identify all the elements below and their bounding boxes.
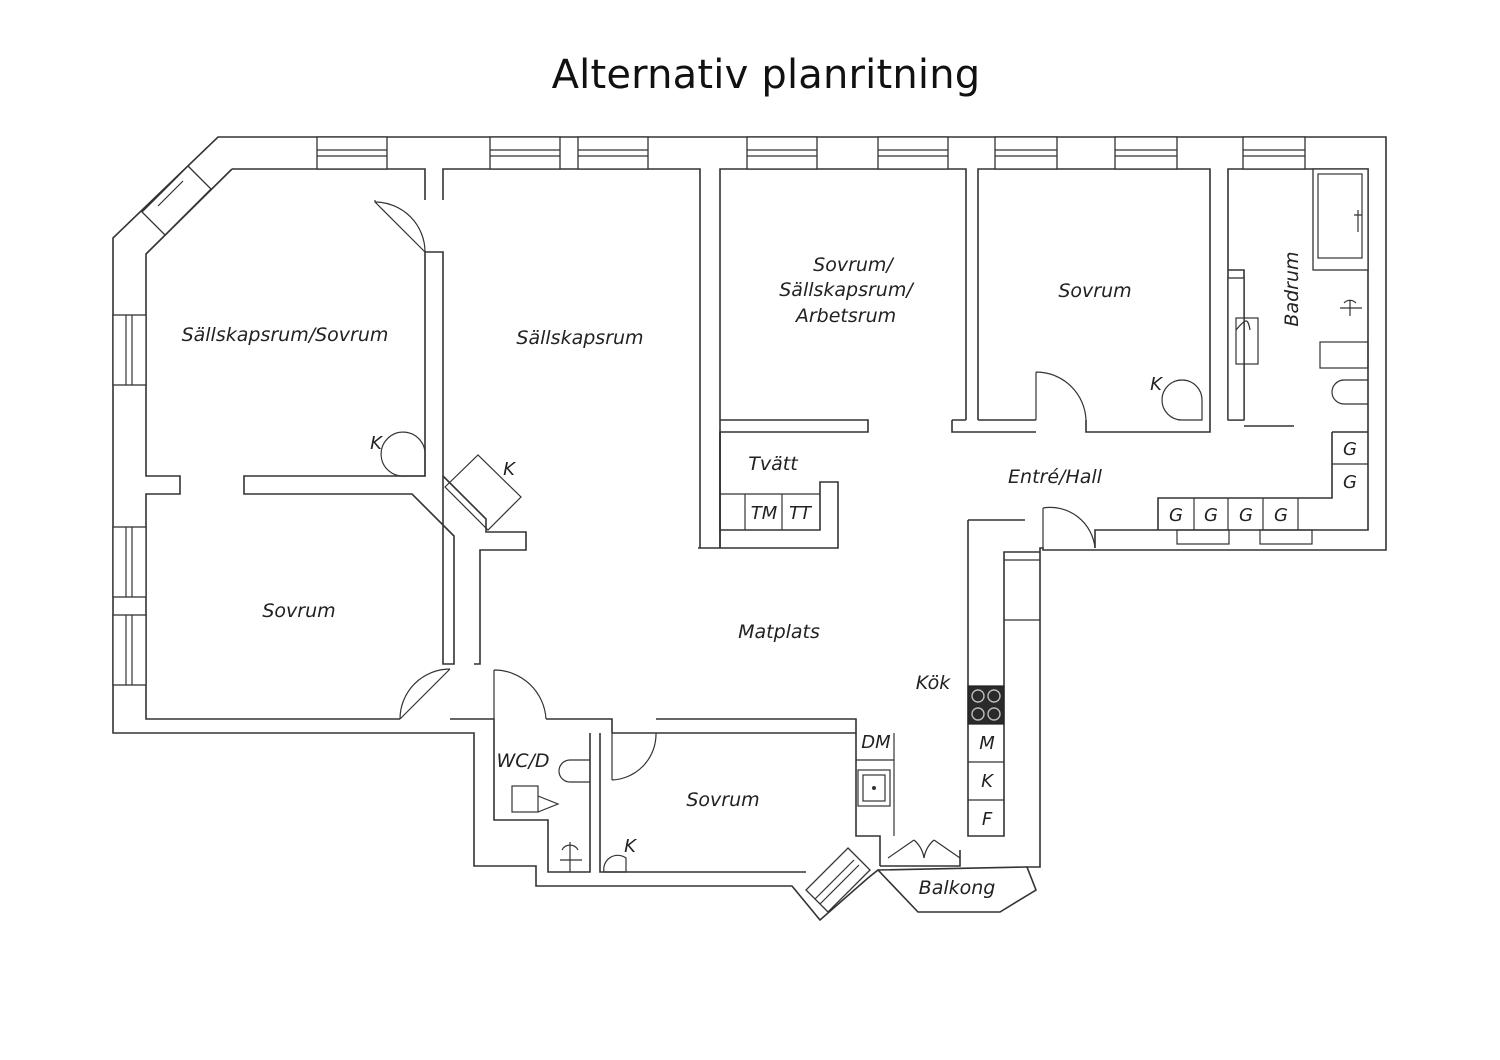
stove-label-k: K [370,433,383,454]
kakelugn-icon [444,454,522,531]
tile-stoves [380,379,1203,873]
fixture-label-g: G [1239,505,1253,526]
page-title: Alternativ planritning [551,52,981,98]
room-label: Sovrum [686,789,759,811]
fixture-label-tm: TM [751,503,778,524]
fixture-label-g: G [1343,472,1357,493]
kakelugn-icon [603,854,627,873]
kakelugn-icon [1161,379,1203,421]
stove-label-k: K [624,836,637,857]
room-label: Tvätt [748,453,799,475]
room-label: Entré/Hall [1008,466,1103,488]
stove-label-k: K [503,459,516,480]
fixture-label-g: G [1274,505,1288,526]
room-label: Sällskapsrum [516,327,643,349]
room-label: Sovrum [1058,280,1131,302]
bathroom-fixtures [511,168,1369,872]
fixture-label-k: K [981,771,994,792]
fixture-label-m: M [979,733,995,754]
kitchen-fixtures [857,685,1005,807]
fixture-label-tt: TT [789,503,813,524]
room-label: Arbetsrum [794,305,896,327]
kakelugn-icon [380,431,426,477]
fixture-label-g: G [1169,505,1183,526]
fixture-labels: TM TT DM M K F G G G G G G K K K K [370,374,1357,857]
room-label: Badrum [1281,251,1303,326]
room-label: Matplats [738,621,820,643]
room-label: Balkong [919,877,996,899]
fixture-label-dm: DM [861,732,891,753]
room-label: Sällskapsrum/ [779,279,915,301]
room-labels: Sällskapsrum/Sovrum Sällskapsrum Sovrum/… [182,251,1303,899]
fixture-label-f: F [982,809,993,830]
room-label: WC/D [496,750,549,772]
fixture-label-g: G [1204,505,1218,526]
windows [112,136,1306,913]
room-label: Sällskapsrum/Sovrum [182,324,389,346]
room-label: Sovrum/ [813,254,895,276]
stove-label-k: K [1150,374,1163,395]
interior-walls [243,251,1368,873]
fixture-label-g: G [1343,439,1357,460]
doors [374,200,1096,859]
room-label: Sovrum [262,600,335,622]
room-label: Kök [916,672,951,694]
